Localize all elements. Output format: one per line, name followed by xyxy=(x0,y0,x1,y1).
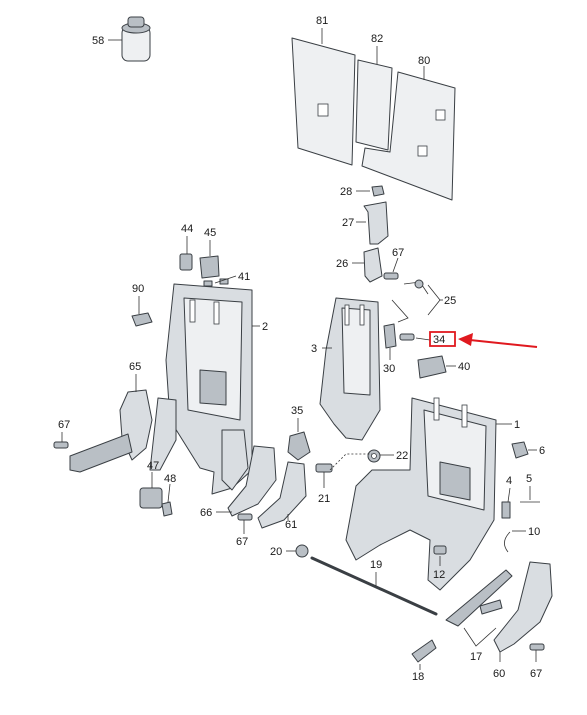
part-28-clip xyxy=(356,185,385,197)
callout-3: 3 xyxy=(311,343,317,355)
part-26-bracket xyxy=(352,247,383,283)
part-10-clip xyxy=(504,530,526,553)
part-left-seat-legs xyxy=(149,397,249,491)
callout-44: 44 xyxy=(181,223,193,235)
callout-67-top: 67 xyxy=(392,247,404,259)
callout-18: 18 xyxy=(412,671,424,683)
part-12-bolt xyxy=(433,545,447,566)
callout-30: 30 xyxy=(383,363,395,375)
callout-35: 35 xyxy=(291,405,303,417)
callout-5: 5 xyxy=(526,473,532,485)
highlight-box-34 xyxy=(429,331,456,347)
part-80-panel xyxy=(361,66,456,201)
callout-2: 2 xyxy=(262,321,268,333)
part-4-bracket xyxy=(501,487,511,519)
part-67-bolt-top xyxy=(383,257,399,280)
part-48-clip xyxy=(161,483,173,517)
part-20-knob xyxy=(286,544,309,558)
callout-22: 22 xyxy=(396,450,408,462)
part-67-bolt-left xyxy=(53,432,69,449)
callout-65: 65 xyxy=(129,361,141,373)
part-25-cable-assembly xyxy=(391,279,443,323)
part-67-bolt-center xyxy=(237,513,253,534)
part-60-side-trim xyxy=(493,561,553,662)
callout-82: 82 xyxy=(371,33,383,45)
part-21-bolt xyxy=(315,453,372,488)
callout-25: 25 xyxy=(444,295,456,307)
callout-12: 12 xyxy=(433,569,445,581)
callout-1: 1 xyxy=(514,419,520,431)
callout-41: 41 xyxy=(238,271,250,283)
part-17-linkage xyxy=(445,569,513,647)
part-3-center-backrest-frame xyxy=(319,297,381,441)
part-5-screw xyxy=(520,486,540,503)
part-6-nut xyxy=(511,441,537,459)
part-19-rod xyxy=(310,556,438,616)
callout-34: 34 xyxy=(433,334,445,346)
part-35-bracket xyxy=(287,418,311,461)
callout-21: 21 xyxy=(318,493,330,505)
part-47-cap xyxy=(139,472,163,509)
callout-40: 40 xyxy=(458,361,470,373)
callout-66: 66 xyxy=(200,507,212,519)
part-40-cap xyxy=(417,355,456,379)
part-67-bolt-bottom xyxy=(529,643,545,662)
callout-67-bottom: 67 xyxy=(530,668,542,680)
callout-45: 45 xyxy=(204,227,216,239)
callout-80: 80 xyxy=(418,55,430,67)
callout-81: 81 xyxy=(316,15,328,27)
callout-90: 90 xyxy=(132,283,144,295)
part-82-panel xyxy=(355,46,393,151)
callout-60: 60 xyxy=(493,668,505,680)
callout-58: 58 xyxy=(92,35,104,47)
highlight-arrow xyxy=(458,333,538,348)
part-1-right-seat-frame xyxy=(345,397,512,591)
callout-47: 47 xyxy=(147,460,159,472)
callout-27: 27 xyxy=(342,217,354,229)
part-61-trim xyxy=(257,461,307,529)
part-66-trim xyxy=(216,445,277,517)
callout-67-center: 67 xyxy=(236,536,248,548)
callout-6: 6 xyxy=(539,445,545,457)
callout-26: 26 xyxy=(336,258,348,270)
part-22-ring xyxy=(367,449,394,463)
callout-48: 48 xyxy=(164,473,176,485)
callout-19: 19 xyxy=(370,559,382,571)
part-45-clip xyxy=(199,240,220,279)
callout-67-left: 67 xyxy=(58,419,70,431)
callout-10: 10 xyxy=(528,526,540,538)
part-18-bracket xyxy=(411,639,437,670)
part-left-hinge-arm xyxy=(69,433,133,473)
part-58-canister xyxy=(108,16,151,62)
callout-61: 61 xyxy=(285,519,297,531)
callout-4: 4 xyxy=(506,475,512,487)
part-41-guide xyxy=(203,275,237,287)
callout-17: 17 xyxy=(470,651,482,663)
part-90-hinge xyxy=(131,296,153,327)
part-27-bracket xyxy=(356,201,389,245)
part-34-bolt xyxy=(399,333,431,341)
part-44-clip xyxy=(179,236,193,271)
part-81-panel xyxy=(291,28,356,166)
callout-20: 20 xyxy=(270,546,282,558)
callout-28: 28 xyxy=(340,186,352,198)
part-30-latch xyxy=(383,323,397,360)
